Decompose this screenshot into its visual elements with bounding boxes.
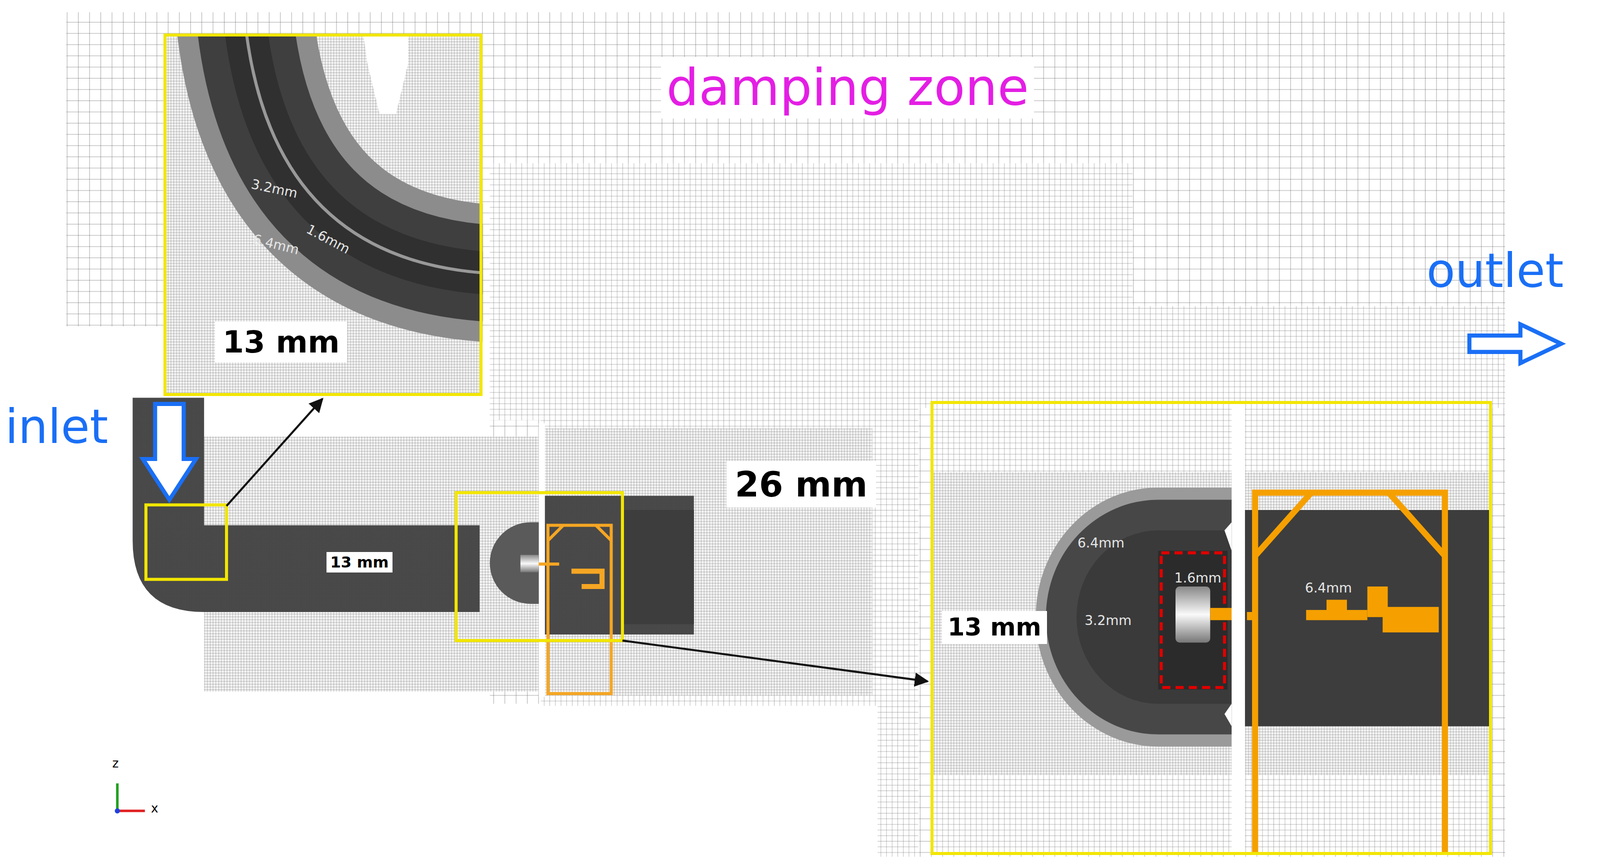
cell-size-label: 13 mm: [326, 552, 393, 573]
axis-triad: [115, 783, 145, 814]
duct-refinement-part: [490, 522, 539, 604]
dimension-label: 3.2mm: [250, 176, 299, 201]
axis-label: x: [151, 802, 158, 816]
probe-inset-part-part: [1382, 607, 1439, 633]
axis-triad-part: [115, 808, 120, 814]
probe-support-part: [539, 562, 560, 566]
inlet-arrow-part: [143, 404, 196, 500]
axis-triad-part: [116, 783, 119, 811]
inset-frame-small: [146, 492, 623, 641]
probe-inset-part: [1245, 510, 1492, 726]
elbow-inset-part: [245, 33, 483, 273]
outlet-arrow: [1469, 324, 1562, 364]
probe-inset-part: [930, 775, 1492, 855]
probe-inset-part: [1035, 487, 1235, 747]
region-label: damping zone: [661, 57, 1034, 118]
leader-arrow-part: [226, 399, 323, 506]
probe-inset-part: [930, 401, 1492, 855]
fine-mesh-part: [539, 423, 545, 697]
probe-inset-part: [1158, 551, 1228, 690]
duct-refinement-part: [132, 398, 480, 612]
elbow-inset-frame: 3.2mm1.6mm6.4mm 13 mm: [163, 33, 483, 396]
outlet-arrow-part: [1469, 324, 1562, 364]
inset-frame-small-part: [146, 505, 227, 580]
probe-inset-part-part: [1247, 612, 1257, 620]
probe-inset-part: [1255, 492, 1445, 855]
dimension-label: 6.4mm: [1305, 580, 1352, 595]
cell-size-label: 13 mm: [215, 321, 347, 363]
elbow-inset-part: [363, 33, 409, 114]
duct-refinement-part: [545, 495, 694, 634]
probe-inset-part: [1046, 500, 1235, 735]
coarse-mesh: [66, 12, 1506, 857]
probe-support-part: [548, 525, 612, 694]
duct-refinement-part: [622, 510, 694, 624]
cell-size-label: 26 mm: [726, 461, 876, 508]
dimension-label: 3.2mm: [1084, 613, 1132, 628]
probe-inset-part-part: [1326, 600, 1347, 612]
axis-label: z: [112, 757, 119, 771]
boundary-label: inlet: [5, 401, 108, 453]
leader-arrow-part: [622, 640, 928, 682]
boundary-label: outlet: [1426, 245, 1564, 297]
probe-support-part: [571, 571, 602, 587]
cell-size-label: 13 mm: [942, 611, 1048, 644]
medium-mesh: [490, 163, 1506, 857]
probe-support: [539, 525, 612, 694]
elbow-inset-part: [245, 33, 483, 273]
probe-inset-frame: 6.4mm 1.6mm 13 mm 3.2mm 6.4mm: [930, 401, 1492, 855]
probe-inset-part: [930, 401, 1492, 473]
dimension-label: 1.6mm: [304, 221, 353, 257]
elbow-inset-part: [245, 33, 483, 273]
duct-refinement-part: [520, 555, 539, 573]
probe-inset-part-part: [1255, 492, 1445, 855]
probe-inset: [930, 401, 1492, 855]
coarse-mesh-part: [66, 12, 1506, 857]
medium-mesh-part: [490, 163, 1506, 857]
probe-inset-part: [1175, 586, 1210, 643]
elbow-inset-part: [245, 33, 483, 273]
dimension-label: 6.4mm: [1077, 535, 1125, 550]
dimension-label: 1.6mm: [1174, 570, 1222, 585]
probe-support-part: [548, 525, 612, 541]
probe-inset-part: [1161, 553, 1225, 688]
probe-inset-part: [1231, 401, 1245, 855]
inlet-arrow: [143, 404, 196, 500]
probe-inset-part-part: [1255, 492, 1445, 556]
inset-frame-small-part: [456, 492, 623, 641]
axis-triad-part: [117, 809, 145, 812]
leader-arrow: [226, 399, 928, 682]
dimension-label: 6.4mm: [251, 231, 301, 257]
elbow-inset: [163, 33, 483, 396]
probe-inset-part: [1224, 522, 1232, 726]
